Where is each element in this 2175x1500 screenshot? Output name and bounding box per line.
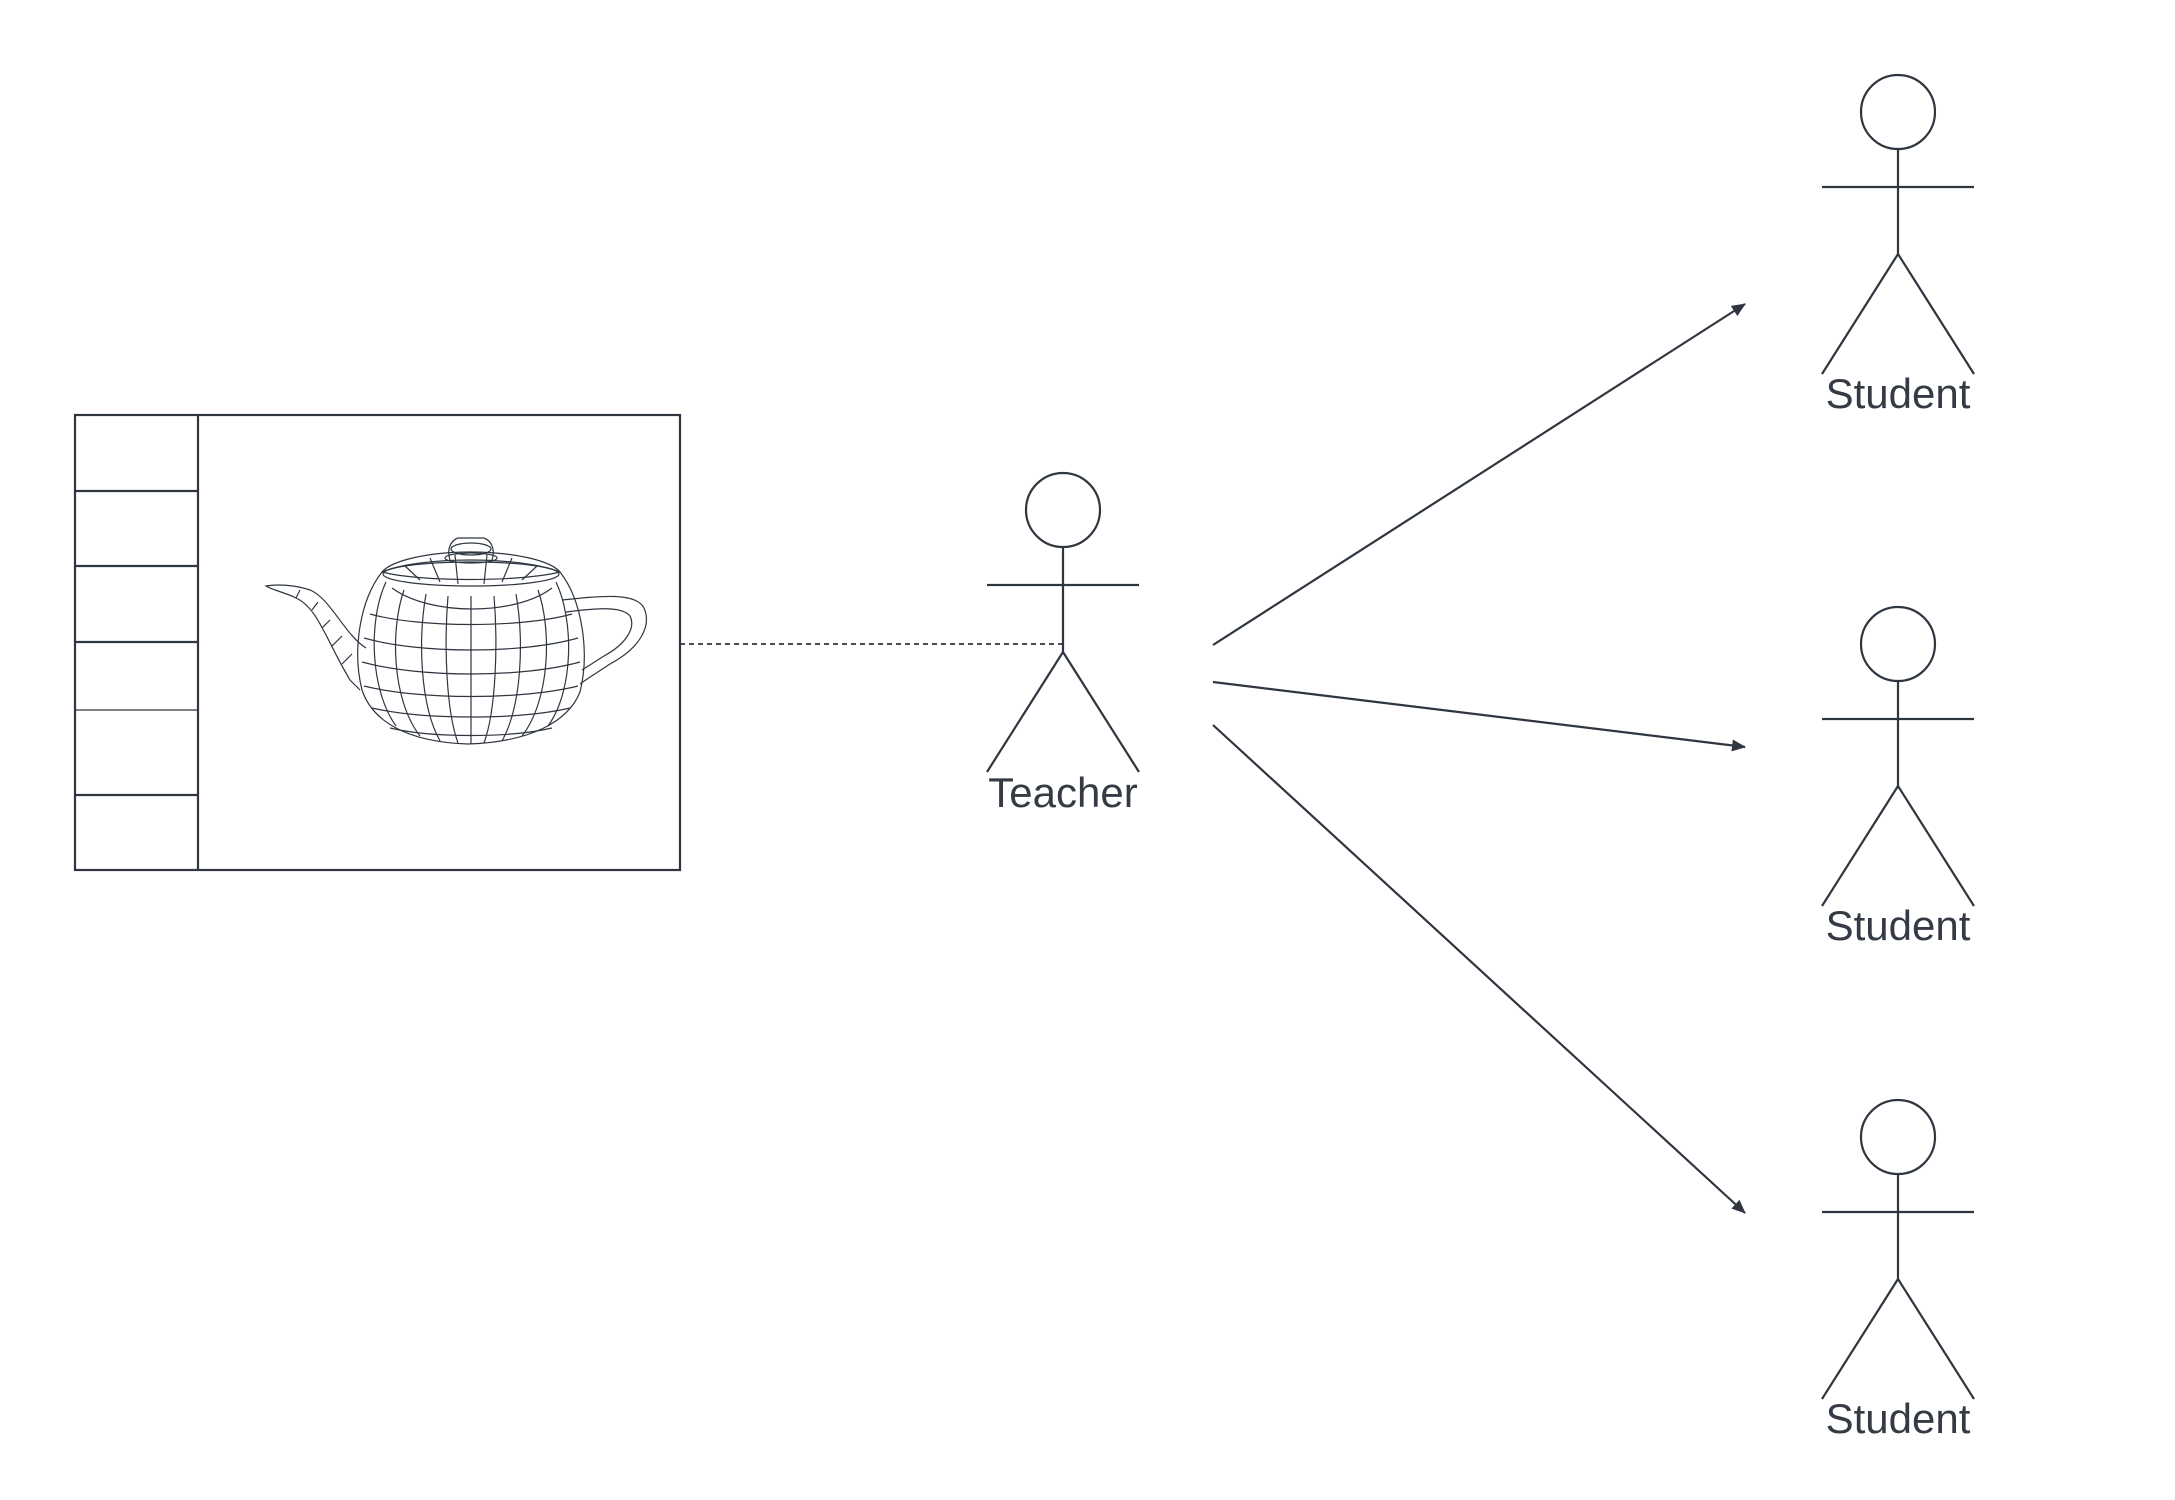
student-head	[1859, 1098, 1937, 1176]
student-right-leg	[1897, 1278, 1975, 1400]
student-right-leg	[1897, 785, 1975, 907]
arrow-teacher-student-3	[1212, 724, 1746, 1214]
student-left-leg	[1821, 253, 1899, 375]
student-left-leg	[1821, 785, 1899, 907]
student-actor[interactable]: Student	[1821, 605, 1975, 949]
viewer-sidebar	[75, 489, 198, 797]
student-left-leg	[1821, 1278, 1899, 1400]
student-right-leg	[1897, 253, 1975, 375]
student-actor[interactable]: Student	[1821, 73, 1975, 417]
student-head	[1859, 605, 1937, 683]
teacher-label: Teacher	[988, 769, 1137, 816]
student-head	[1859, 73, 1937, 151]
student-actor[interactable]: Student	[1821, 1098, 1975, 1442]
student-label: Student	[1826, 370, 1971, 417]
teacher-left-leg	[986, 651, 1064, 773]
teapot-wireframe-icon	[264, 537, 647, 745]
teacher-head	[1024, 471, 1102, 549]
viewer-panel	[73, 413, 682, 872]
arrow-teacher-student-1	[1212, 303, 1746, 646]
student-label: Student	[1826, 1395, 1971, 1442]
student-label: Student	[1826, 902, 1971, 949]
teacher-right-leg	[1062, 651, 1140, 773]
arrow-teacher-student-2	[1212, 680, 1746, 752]
teacher-actor[interactable]: Teacher	[986, 471, 1140, 816]
